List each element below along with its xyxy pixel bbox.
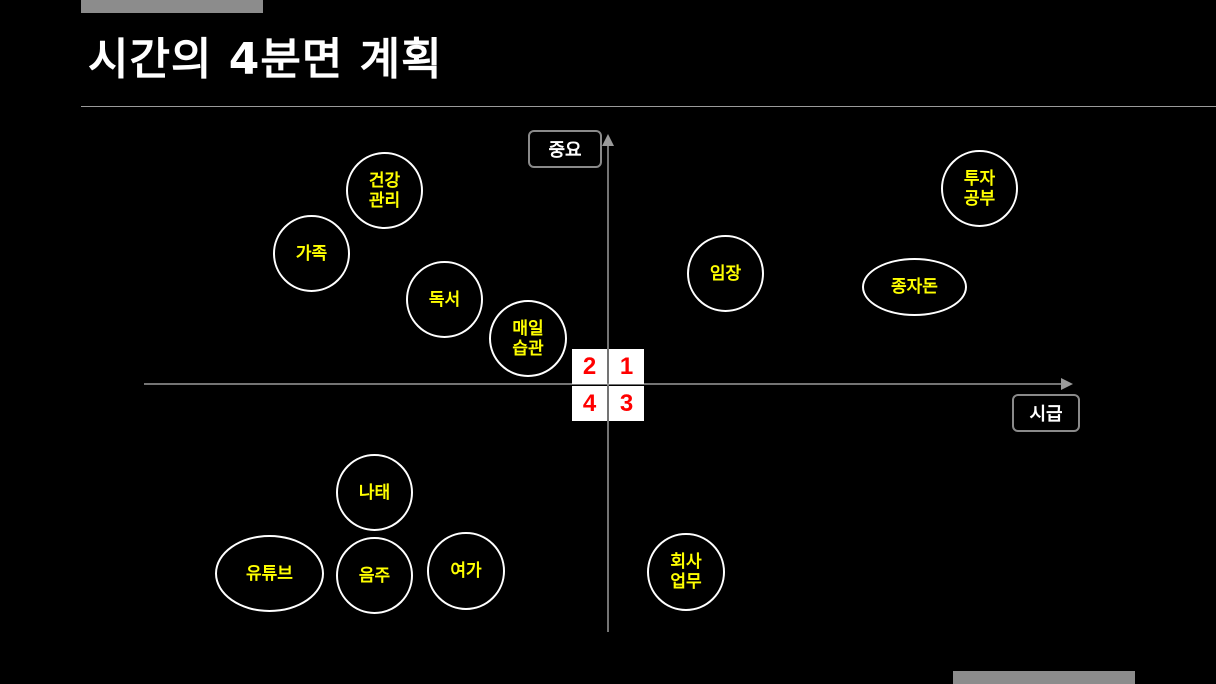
quadrant-2-label: 2 <box>572 349 607 384</box>
item-laziness: 나태 <box>336 454 413 531</box>
item-company-work: 회사 업무 <box>647 533 725 611</box>
item-seed-money: 종자돈 <box>862 258 967 316</box>
slide-title: 시간의 4분면 계획 <box>88 34 443 85</box>
item-daily-habits: 매일 습관 <box>489 300 567 377</box>
quadrant-3-label: 3 <box>609 386 644 421</box>
axis-label-urgency: 시급 <box>1012 394 1080 432</box>
item-reading: 독서 <box>406 261 483 338</box>
top-accent-bar <box>81 0 263 13</box>
item-health: 건강 관리 <box>346 152 423 229</box>
item-youtube: 유튜브 <box>215 535 324 612</box>
title-divider <box>81 106 1216 107</box>
item-family: 가족 <box>273 215 350 292</box>
quadrant-4-label: 4 <box>572 386 607 421</box>
item-drinking: 음주 <box>336 537 413 614</box>
quadrant-1-label: 1 <box>609 349 644 384</box>
item-promotion: 임장 <box>687 235 764 312</box>
item-leisure: 여가 <box>427 532 505 610</box>
axis-label-importance: 중요 <box>528 130 602 168</box>
bottom-accent-bar <box>953 671 1135 684</box>
item-invest-study: 투자 공부 <box>941 150 1018 227</box>
